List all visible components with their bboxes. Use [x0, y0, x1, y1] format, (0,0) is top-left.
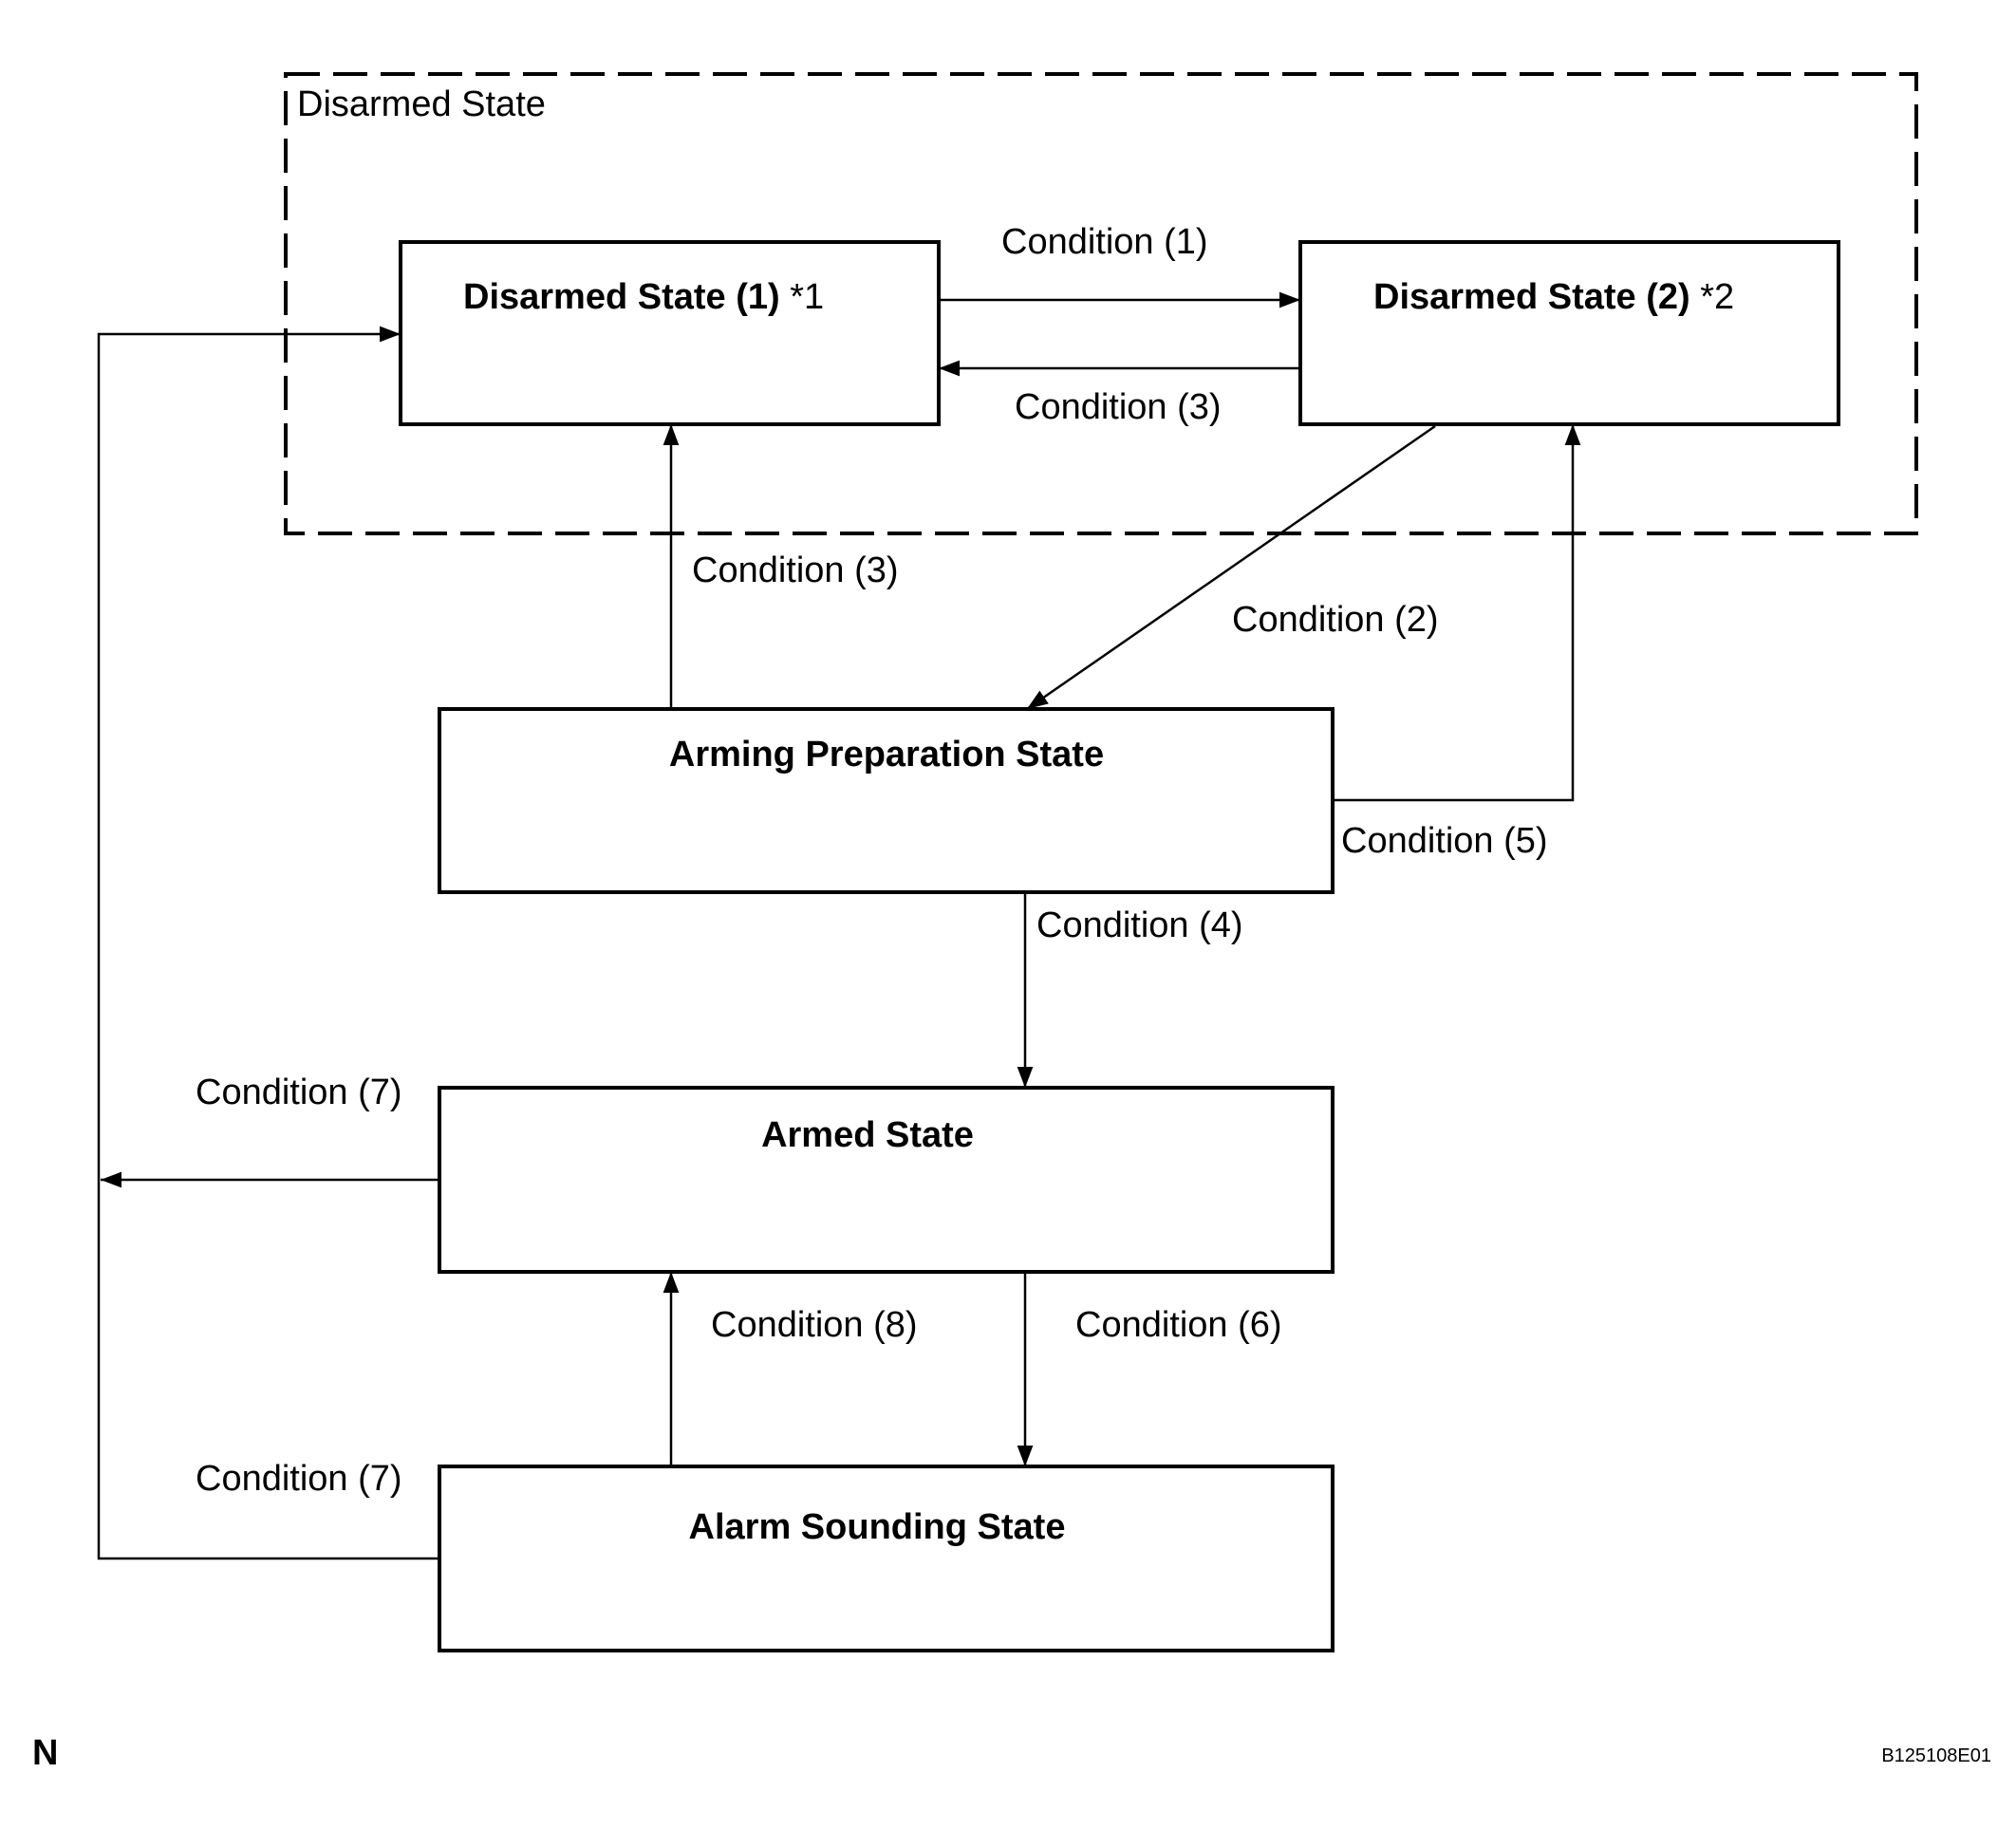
- svg-text:Disarmed State (2) *2: Disarmed State (2) *2: [1373, 277, 1734, 317]
- label-condition-2: Condition (2): [1232, 600, 1439, 640]
- arrow-condition-5: [1333, 424, 1581, 802]
- label-condition-1: Condition (1): [1001, 222, 1208, 262]
- state-armed: Armed State: [438, 1086, 1335, 1274]
- disarmed-group-label: Disarmed State: [297, 84, 546, 124]
- label-condition-3-left: Condition (3): [692, 551, 899, 590]
- state-alarm-sounding: Alarm Sounding State: [438, 1465, 1335, 1652]
- arrow-condition-2: [1026, 424, 1436, 711]
- state-alarm-sounding-name: Alarm Sounding State: [689, 1507, 1066, 1547]
- label-condition-7-armed: Condition (7): [196, 1073, 402, 1112]
- footer-left-mark: N: [32, 1733, 58, 1773]
- state-disarmed-2-name: Disarmed State (2): [1373, 277, 1690, 317]
- state-disarmed-1: Disarmed State (1) *1: [399, 240, 941, 426]
- return-path-to-disarmed-1: [97, 326, 439, 1560]
- figure-id: B125108E01: [1881, 1745, 1991, 1766]
- label-condition-4: Condition (4): [1036, 905, 1243, 945]
- state-disarmed-2: Disarmed State (2) *2: [1298, 240, 1840, 426]
- state-arming-preparation: Arming Preparation State: [438, 707, 1335, 894]
- label-condition-5: Condition (5): [1341, 821, 1548, 861]
- state-armed-name: Armed State: [761, 1115, 974, 1155]
- svg-text:Disarmed State (1) *1: Disarmed State (1) *1: [463, 277, 824, 317]
- label-condition-7-alarm: Condition (7): [196, 1459, 402, 1499]
- label-condition-6: Condition (6): [1075, 1305, 1282, 1345]
- state-arming-preparation-name: Arming Preparation State: [669, 735, 1104, 775]
- disarmed-group-boundary: [284, 72, 1918, 535]
- state-disarmed-1-note: *1: [790, 277, 824, 317]
- state-disarmed-1-name: Disarmed State (1): [463, 277, 780, 317]
- label-condition-3-top: Condition (3): [1015, 387, 1222, 427]
- label-condition-8: Condition (8): [711, 1305, 918, 1345]
- state-disarmed-2-note: *2: [1700, 277, 1734, 317]
